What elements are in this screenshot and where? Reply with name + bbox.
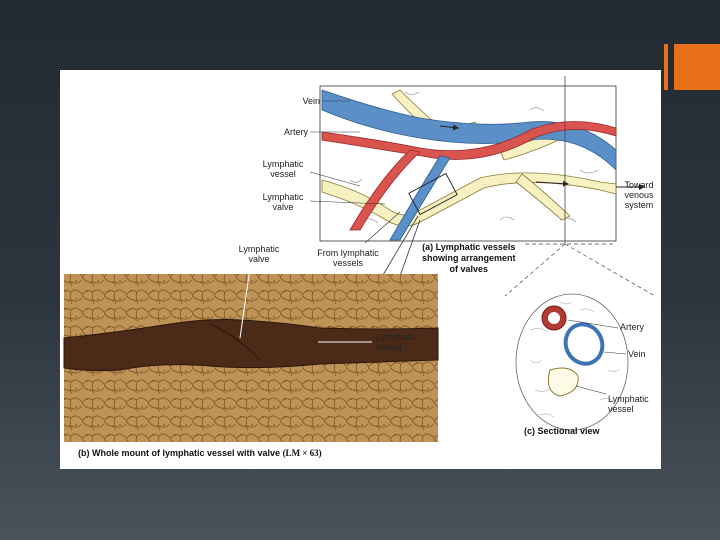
caption-panel-b: (b) Whole mount of lymphatic vessel with… bbox=[78, 448, 322, 458]
label-artery-a: Artery bbox=[283, 127, 308, 137]
label-vein-c: Vein bbox=[628, 349, 646, 359]
panel-b-micrograph bbox=[63, 267, 439, 442]
label-artery-c: Artery bbox=[620, 322, 645, 332]
lymphatic-figure bbox=[63, 76, 656, 442]
panel-c-section bbox=[504, 243, 656, 431]
caption-panel-c: (c) Sectional view bbox=[524, 426, 600, 436]
accent-block bbox=[674, 44, 720, 90]
accent-bar bbox=[664, 44, 668, 90]
panel-a-illustration bbox=[309, 76, 645, 281]
label-vein-a: Vein bbox=[302, 96, 320, 106]
